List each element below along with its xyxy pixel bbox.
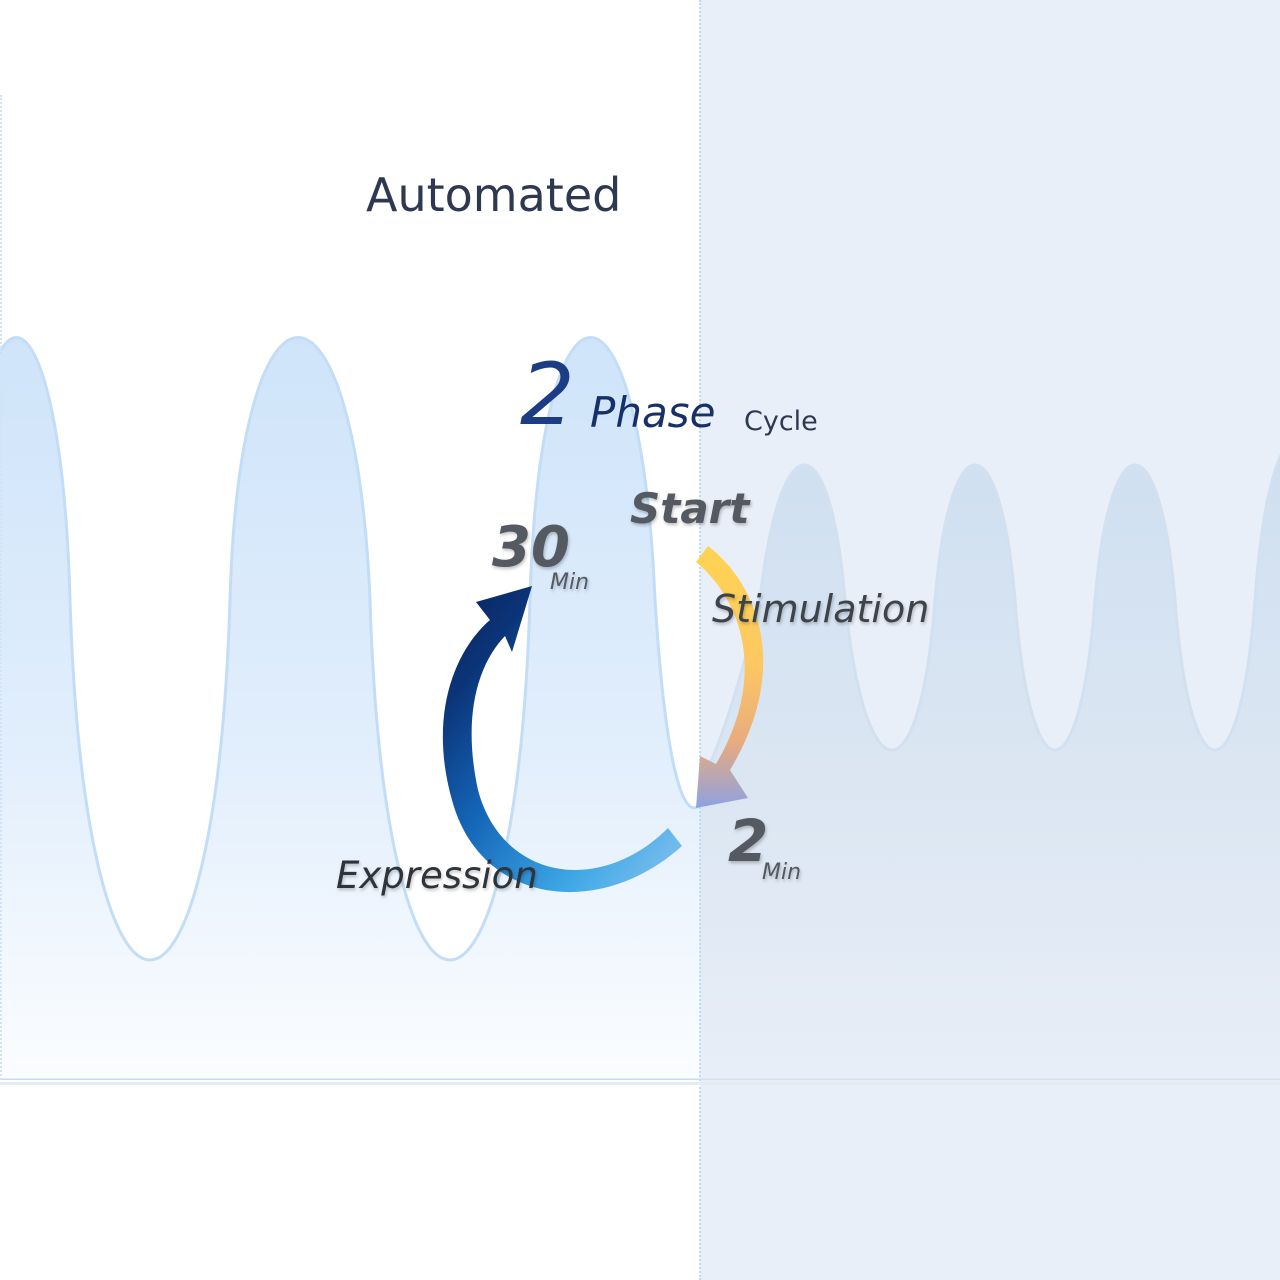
page-title: Automated (366, 168, 622, 222)
stimulation-duration-value: 2 (728, 807, 769, 875)
expression-duration-unit: Min (550, 570, 590, 595)
cycle-label: Cycle (744, 406, 818, 437)
vertical-divider (699, 0, 701, 1280)
expression-label: Expression (336, 854, 538, 897)
phase-label: Phase (590, 388, 716, 437)
stimulation-label: Stimulation (712, 587, 930, 631)
stimulation-arrow (696, 546, 764, 808)
expression-duration-value: 30 (492, 515, 570, 580)
stimulation-duration-unit: Min (762, 860, 802, 885)
wave-large (0, 336, 700, 1080)
phase-count: 2 (520, 345, 575, 445)
wave-small (700, 453, 1280, 1080)
baseline (0, 1082, 1280, 1085)
start-label: Start (630, 484, 750, 533)
left-edge-divider (0, 95, 2, 1080)
expression-arrow (442, 586, 682, 893)
